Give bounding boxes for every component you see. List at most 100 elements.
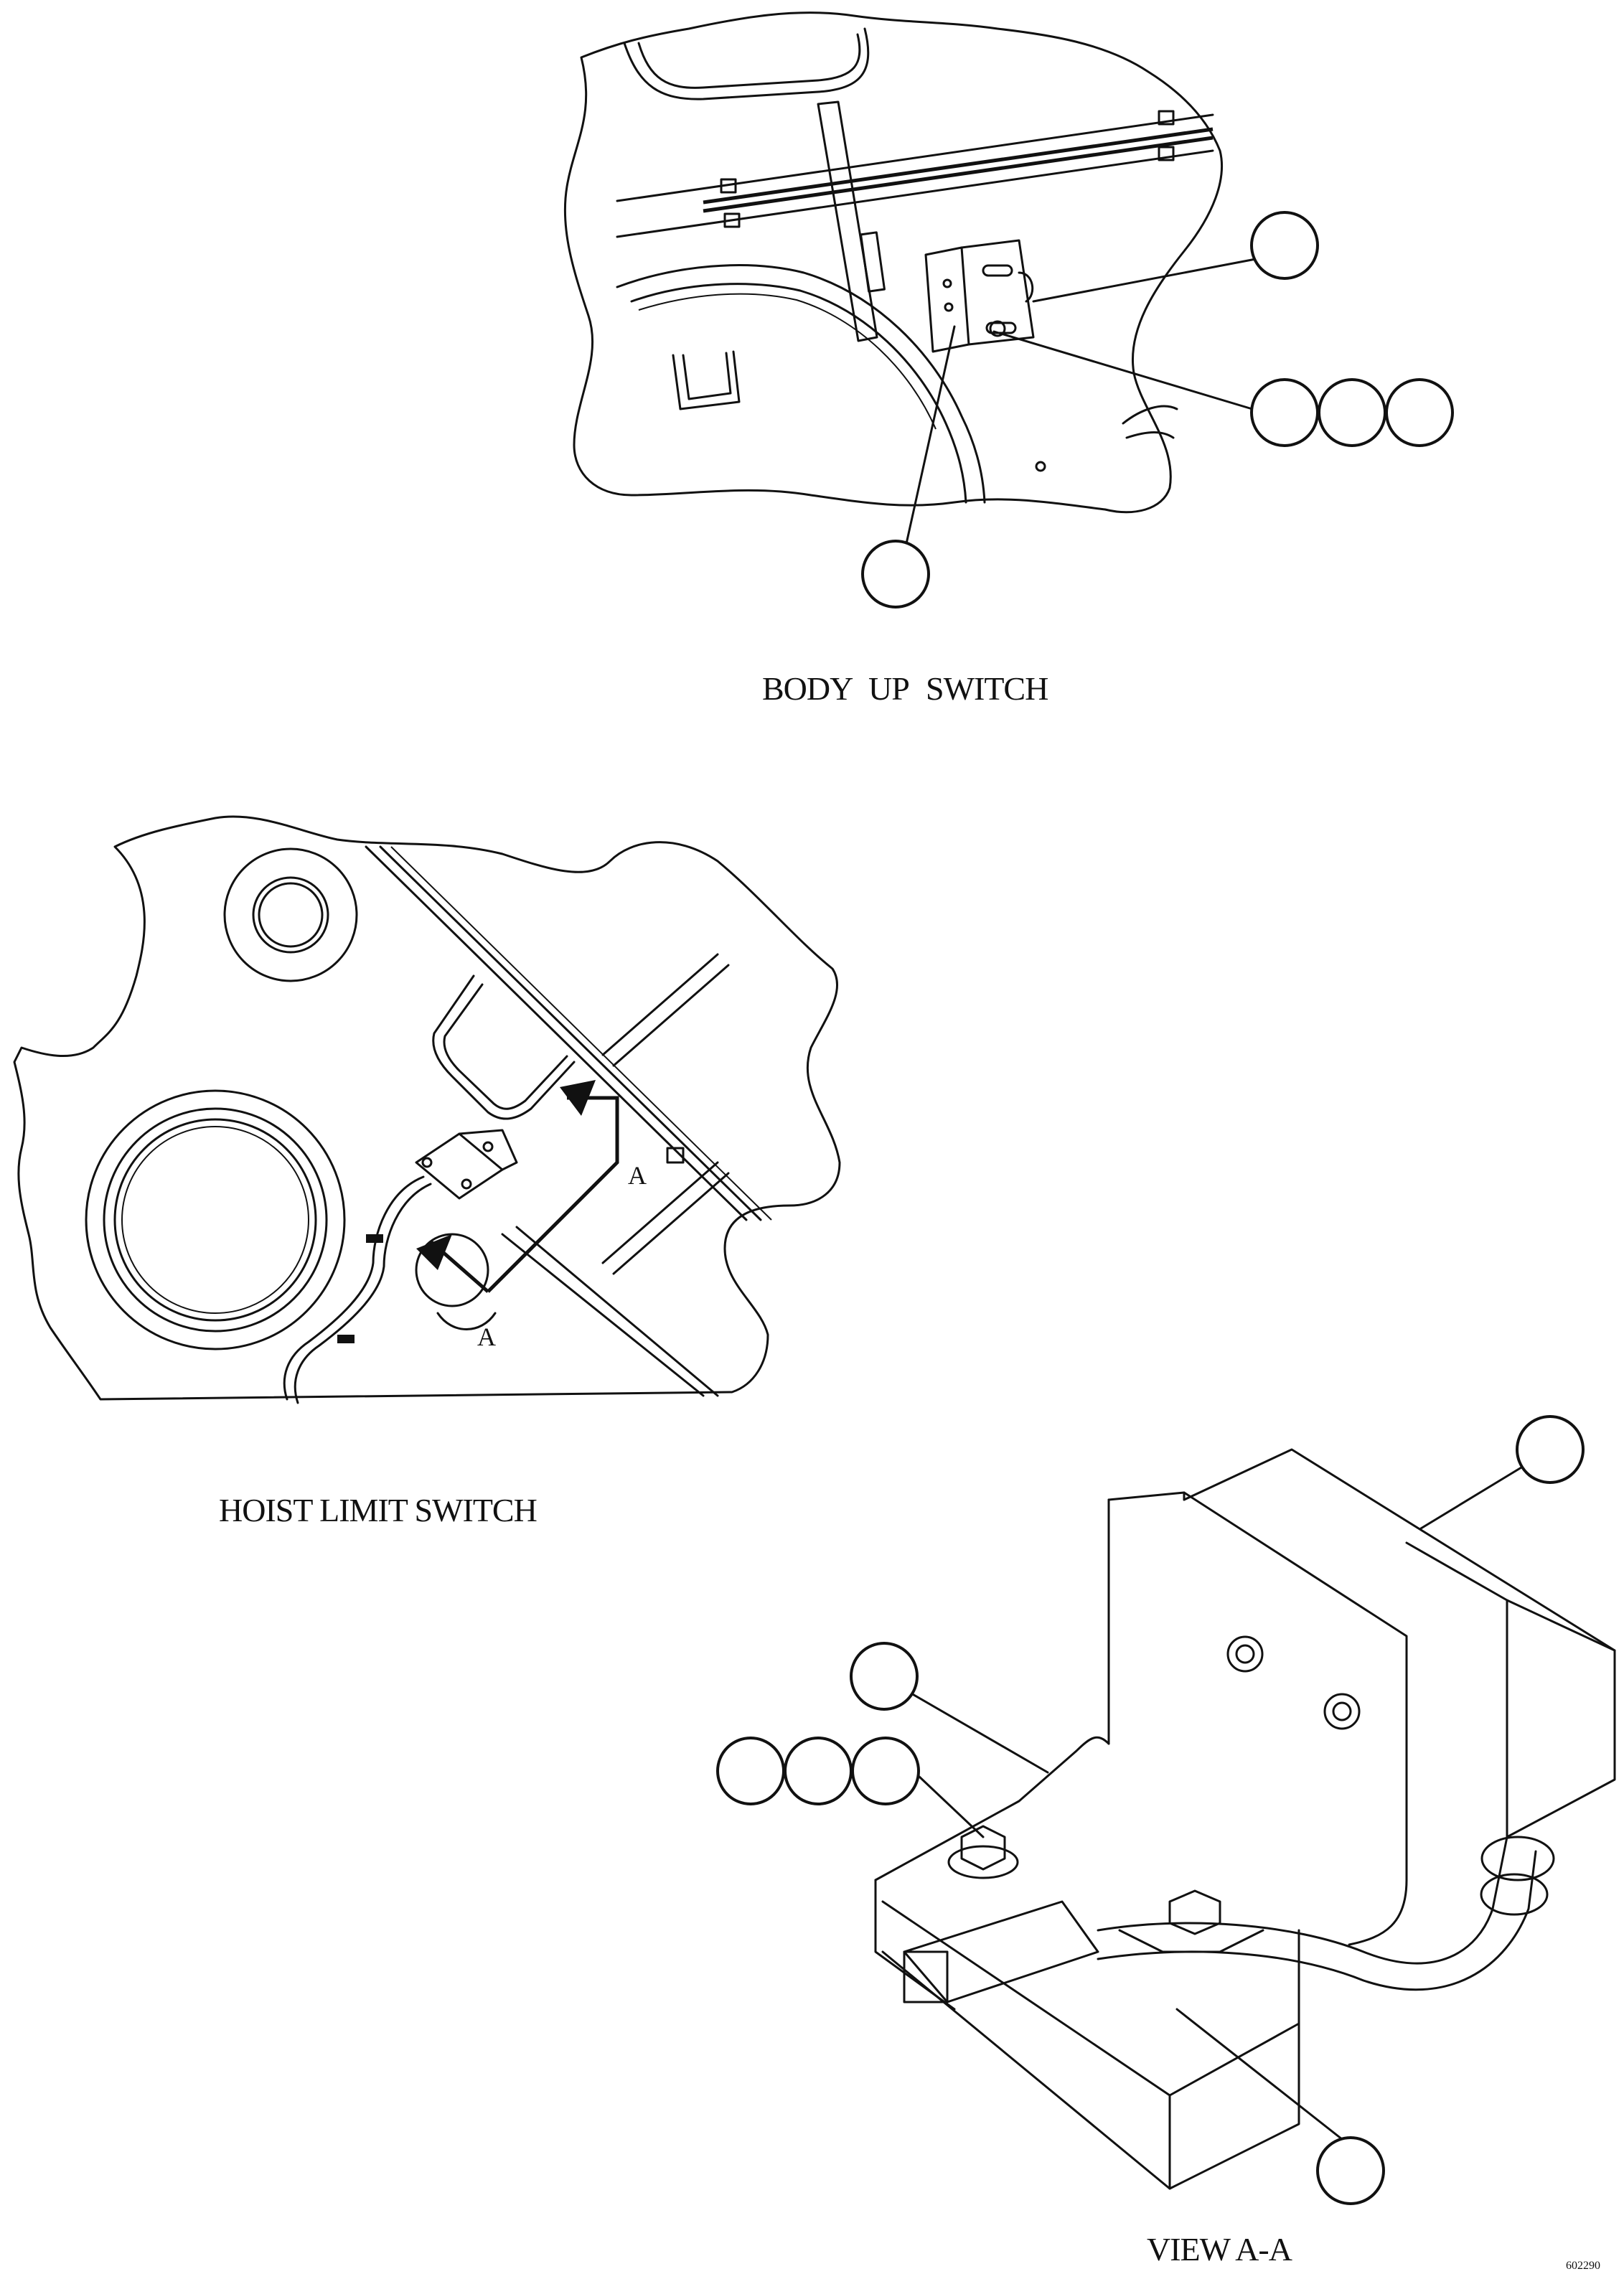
vertical-strap: [817, 100, 878, 342]
mount-nut-1: [1226, 1635, 1264, 1673]
connector-body: [903, 1900, 1099, 2003]
section-arc: [436, 1312, 497, 1330]
cross-member-4: [612, 1172, 730, 1275]
body-up-break-outline: [563, 11, 1224, 514]
mount-nut-2: [1323, 1693, 1361, 1730]
caption-word-up: UP: [868, 670, 909, 707]
item-balloon-8: [716, 1737, 785, 1805]
top-window: [623, 27, 870, 100]
view-aa: VIEW A-A 602290: [716, 1415, 1616, 2272]
hoist-limit-switch-view: A A HOIST LIMIT SWITCH: [13, 815, 841, 1528]
body-rail-edge: [616, 113, 1214, 202]
hoist-cylinder-bore: [121, 1126, 309, 1314]
section-arrow-bottom: [416, 1234, 452, 1270]
hoist-switch-hole-1: [421, 1157, 433, 1168]
bracket-plate: [1107, 1491, 1408, 1946]
item-balloon-9: [784, 1737, 853, 1805]
leader-aa-2: [910, 1692, 1049, 1774]
frame-rail-lower-2: [515, 1226, 719, 1397]
body-arc-inner: [630, 283, 967, 504]
hoist-cable-2: [294, 1183, 432, 1404]
mount-nut-1-bore: [1235, 1644, 1255, 1664]
inner-bracket-2: [443, 983, 568, 1110]
cross-member-3: [601, 1161, 719, 1264]
section-mark-top: A: [628, 1161, 647, 1190]
cable-clamp-2: [337, 1335, 355, 1343]
item-balloon-2: [1250, 378, 1319, 447]
bolt-head: [960, 1825, 1006, 1871]
switch-box-edge: [1405, 1541, 1508, 1838]
connector-socket: [903, 1950, 949, 2003]
view-aa-caption: VIEW A-A: [1147, 2231, 1292, 2268]
hoist-cable: [283, 1175, 425, 1401]
cross-member-1: [601, 953, 719, 1056]
base-block: [881, 1900, 1300, 2097]
lower-nut: [1168, 1889, 1221, 1935]
item-balloon-10: [851, 1737, 920, 1805]
bracket-hole-2: [944, 302, 954, 312]
body-rail-top: [703, 127, 1214, 205]
base-block-bottom: [881, 1950, 1300, 2190]
hoist-break-outline: [13, 815, 841, 1401]
base-block-left: [874, 1879, 956, 2011]
body-rail-edge-2: [616, 149, 1214, 238]
switch-lever: [1018, 271, 1034, 303]
body-right-detail: [1122, 405, 1178, 425]
u-handle-inner: [682, 352, 732, 400]
lower-plate: [1118, 1929, 1264, 1953]
item-balloon-11: [1316, 2136, 1385, 2205]
section-mark-bottom: A: [477, 1322, 496, 1351]
item-balloon-5: [861, 540, 930, 609]
cable-gland-nut: [1480, 1873, 1549, 1916]
switch-box-top: [1183, 1448, 1616, 1838]
body-arc-outer: [616, 264, 986, 504]
small-hole: [1035, 461, 1046, 472]
frame-rail-2: [379, 845, 762, 1221]
item-balloon-3: [1318, 378, 1386, 447]
caption-word-body: BODY: [762, 670, 853, 707]
body-right-detail-2: [1125, 431, 1175, 439]
bracket-hole-1: [942, 278, 952, 288]
bolt-washer: [947, 1845, 1019, 1879]
cross-member-2: [612, 964, 730, 1067]
hoist-switch-face: [458, 1129, 518, 1171]
top-window-inner: [637, 33, 861, 89]
hoist-cylinder-mid: [103, 1107, 328, 1333]
switch-box-top-edge: [1506, 1599, 1616, 1652]
switch-bracket-plate: [924, 246, 970, 353]
item-balloon-4: [1385, 378, 1454, 447]
view-cable-2: [1097, 1850, 1537, 1991]
item-balloon-6: [1516, 1415, 1585, 1484]
strap-clip: [860, 231, 886, 293]
upper-pivot-bore-inner: [258, 882, 324, 948]
rail-bolt-left: [720, 178, 737, 194]
leader-aa-1: [1419, 1466, 1523, 1530]
mount-nut-2-bore: [1332, 1701, 1352, 1721]
inner-bracket: [432, 974, 576, 1120]
item-balloon-1: [1250, 211, 1319, 280]
rail-bolt-right-2: [1158, 146, 1175, 161]
leader-aa-4: [1175, 2008, 1347, 2143]
frame-rail-lower-1: [501, 1233, 705, 1397]
leader-1: [1032, 257, 1261, 303]
hoist-switch-hole-2: [482, 1141, 494, 1152]
upper-pivot-boss: [223, 847, 358, 982]
section-line: [487, 1096, 619, 1293]
caption-word-switch: SWITCH: [926, 670, 1048, 707]
section-arrow-top: [560, 1080, 596, 1116]
hoist-cylinder-inner: [113, 1118, 317, 1322]
switch-slot-1: [982, 264, 1013, 277]
drawing-code: 602290: [1566, 2260, 1600, 2272]
hoist-switch-hole-3: [461, 1178, 472, 1190]
upper-pivot-bore: [252, 876, 329, 954]
rail-bolt-right: [1158, 110, 1175, 126]
cable-clamp-1: [366, 1234, 383, 1243]
switch-body: [960, 239, 1035, 346]
item-balloon-7: [850, 1642, 919, 1711]
small-fitting: [666, 1147, 685, 1164]
switch-nut: [989, 320, 1006, 337]
body-up-switch-view: BODY UP SWITCH: [563, 11, 1454, 707]
leader-2: [992, 330, 1254, 410]
cable-gland: [1480, 1836, 1555, 1881]
